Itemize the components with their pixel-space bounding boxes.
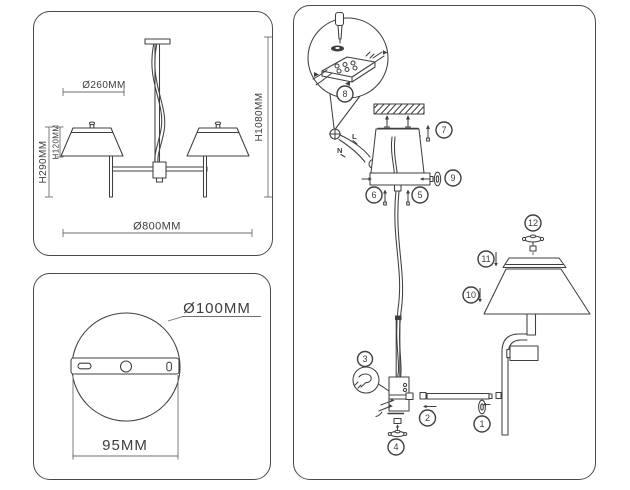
- ceiling-hatch: [373, 103, 425, 115]
- canopy: [369, 128, 431, 192]
- step-badge-4: 4: [387, 438, 405, 456]
- step-badge-1: 1: [473, 399, 491, 433]
- center-hub: [152, 161, 167, 183]
- svg-text:2: 2: [425, 413, 430, 423]
- svg-text:5: 5: [417, 190, 422, 200]
- svg-text:3: 3: [362, 354, 367, 364]
- chandelier-drawing: Ø260MM H1080MM H290MM H120MM: [38, 36, 272, 237]
- lamp-socket: [526, 313, 537, 336]
- ceiling-screws: [383, 115, 412, 128]
- lamp-holder-box: [509, 345, 539, 362]
- neutral-wire-label: N: [337, 146, 342, 155]
- center-hub-assembly: [375, 376, 414, 418]
- shade-height-label: H120MM: [52, 125, 61, 160]
- dimension-overall-height: H1080MM: [254, 36, 272, 198]
- step-badge-6: 6: [365, 186, 387, 206]
- twisted-cable: [151, 44, 166, 164]
- bracket-width-label: 95MM: [102, 437, 148, 454]
- step-badge-7: 7: [426, 121, 453, 142]
- wiring-detail-bubble: 8: [307, 11, 389, 129]
- terminal-block-icon: [312, 50, 388, 86]
- svg-text:9: 9: [450, 173, 455, 183]
- shade-diameter-label: Ø260MM: [82, 80, 126, 91]
- dimension-shade-diameter: Ø260MM: [62, 80, 126, 96]
- body-height-label: H290MM: [38, 141, 49, 184]
- svg-text:12: 12: [528, 218, 538, 228]
- right-shade: [186, 121, 250, 157]
- panel-chandelier-dimensions: Ø260MM H1080MM H290MM H120MM: [33, 11, 273, 256]
- svg-text:6: 6: [371, 190, 376, 200]
- panel-ceiling-plate: Ø100MM 95MM: [33, 273, 271, 480]
- svg-text:4: 4: [393, 442, 398, 452]
- svg-text:8: 8: [342, 89, 347, 99]
- left-post: [108, 155, 114, 198]
- curved-arm: [495, 313, 539, 436]
- step-badge-12: 12: [524, 214, 542, 232]
- step-badge-3: 3: [356, 350, 374, 368]
- suspension-wires: [394, 190, 404, 378]
- callout-plate-diameter: Ø100MM: [167, 300, 261, 322]
- svg-text:11: 11: [481, 254, 490, 264]
- svg-text:10: 10: [466, 290, 476, 300]
- arm-tube: [419, 391, 493, 400]
- plate-diameter-label: Ø100MM: [183, 300, 251, 317]
- ceiling-plate-drawing: Ø100MM 95MM: [70, 300, 261, 460]
- right-post: [202, 155, 208, 198]
- dimension-overall-diameter: Ø800MM: [62, 221, 253, 237]
- hook-detail-bubble: 3: [352, 350, 390, 394]
- svg-text:7: 7: [441, 125, 446, 135]
- bottom-finial-group: 4: [387, 412, 408, 456]
- live-wire-label: L: [352, 132, 357, 141]
- dimension-shade-height: H120MM: [52, 125, 64, 160]
- screwdriver-icon: [334, 11, 345, 44]
- dimension-bracket-width: 95MM: [72, 375, 179, 460]
- arm-connector: [495, 391, 502, 400]
- ground-icon: [328, 127, 342, 141]
- step-badge-11: 11: [477, 250, 498, 268]
- lamp-shade: [483, 268, 591, 315]
- step-badge-2: 2: [418, 404, 437, 427]
- left-shade: [60, 121, 124, 157]
- overall-height-label: H1080MM: [254, 93, 265, 142]
- wire-nut-icon: [331, 45, 344, 52]
- svg-text:1: 1: [479, 419, 484, 429]
- canopy-side-screw-left: [361, 177, 372, 181]
- step-badge-9: 9: [420, 169, 462, 187]
- assembly-drawing: 8 L N: [307, 11, 591, 456]
- panel-assembly-steps: 8 L N: [293, 5, 596, 480]
- overall-diameter-label: Ø800MM: [133, 221, 181, 233]
- shade-top-ring: [502, 257, 567, 269]
- shade-finial: [521, 234, 545, 252]
- step-badge-10: 10: [462, 286, 482, 304]
- shade-assembly: 12 11 10: [462, 214, 591, 315]
- step-badge-5: 5: [406, 186, 429, 206]
- step-badge-8: 8: [336, 85, 354, 103]
- dimension-body-height: H290MM: [38, 126, 53, 198]
- mounting-bracket-bar: [70, 357, 180, 375]
